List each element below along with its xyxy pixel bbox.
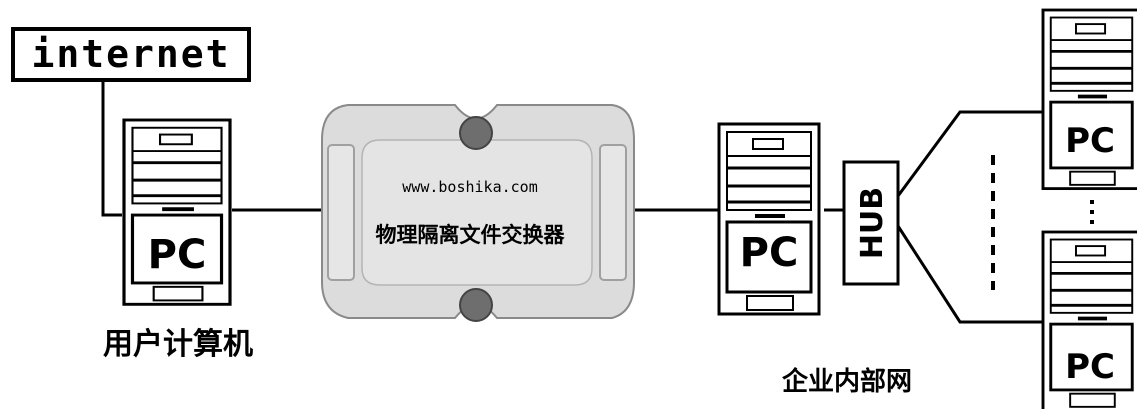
user-pc-label: PC (148, 232, 207, 278)
internet-link (101, 82, 122, 217)
bottom-bolt-icon (459, 288, 493, 322)
intranet-pc-top: PC (1041, 8, 1137, 191)
connection-lines (101, 82, 1046, 324)
top-pc-label: PC (1065, 121, 1115, 161)
intranet-pc-label: PC (740, 230, 799, 276)
user-computer: PC 用户计算机 (103, 120, 253, 362)
user-computer-label: 用户计算机 (103, 327, 253, 362)
vertical-ellipsis-icon (1090, 200, 1094, 224)
device-url: www.boshika.com (402, 178, 537, 196)
intranet-label: 企业内部网 (782, 366, 912, 397)
hub: HUB (842, 160, 900, 286)
intranet-pc-bottom: PC (1041, 230, 1137, 409)
device-name: 物理隔离文件交换器 (376, 223, 566, 247)
intranet-gateway-computer: PC 企业内部网 (717, 122, 912, 397)
isolation-device: www.boshika.com 物理隔离文件交换器 (321, 104, 635, 322)
hub-label: HUB (855, 187, 890, 259)
top-bolt-icon (459, 116, 493, 150)
bottom-pc-label: PC (1065, 347, 1115, 387)
hub-to-bottom-pc-link (896, 225, 1046, 324)
hub-to-top-pc-link (896, 110, 1046, 197)
internet-node: internet (11, 27, 251, 82)
internet-label: internet (31, 32, 230, 76)
